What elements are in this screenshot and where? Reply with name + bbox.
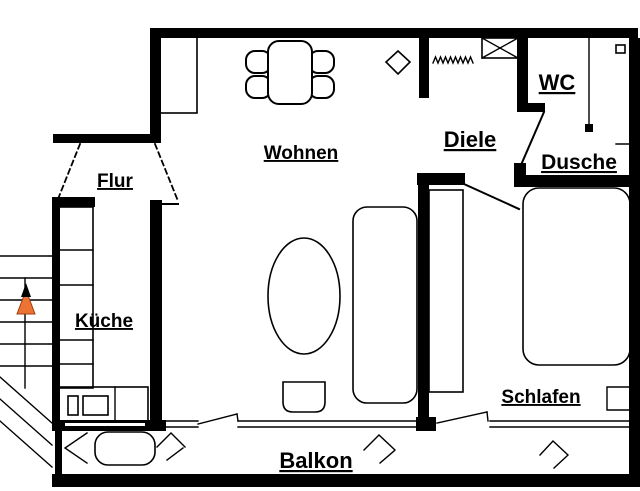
dining-table (267, 40, 313, 105)
stove-top (82, 395, 109, 416)
kitchen-counter (57, 206, 94, 389)
room-label-wc: WC (539, 70, 576, 95)
double-bed (522, 187, 631, 366)
dusche-door-leaf (519, 110, 546, 167)
room-label-schlafen: Schlafen (501, 387, 580, 408)
sink-stove-unit (57, 386, 149, 423)
wall-dusche-south (514, 175, 640, 187)
bathroom-fixtures (585, 37, 632, 145)
wall-divider-end (416, 417, 436, 431)
nightstand (606, 386, 639, 411)
window-front (165, 420, 630, 428)
walls (52, 28, 640, 487)
balcony-chair (539, 440, 569, 469)
tall-cabinet (158, 36, 198, 114)
ceiling-lamp-diamond-icon (384, 49, 412, 76)
room-label-flur: Flur (97, 171, 133, 192)
wall-balcony-left (55, 431, 62, 476)
coat-rack-zigzag-icon (432, 55, 474, 65)
schlafen-door-leaf (462, 182, 521, 211)
doors (56, 110, 546, 425)
vent-box-icon (615, 44, 626, 54)
balcony-table (94, 431, 156, 466)
stairs-up-arrow-tip-icon (21, 283, 31, 297)
room-label-balkon: Balkon (279, 448, 352, 473)
wall-wohnen-west-upper (150, 28, 161, 143)
wall-wc-west (517, 38, 528, 110)
entrance-door-leaf-right (153, 142, 180, 203)
balcony-chair (63, 432, 88, 464)
room-labels: Flur Küche Wohnen Diele WC Dusche Schlaf… (75, 70, 617, 473)
wall-flur-top (53, 134, 161, 143)
room-label-wohnen: Wohnen (264, 143, 339, 164)
wall-top (150, 28, 638, 38)
sink-basin (67, 395, 79, 416)
armchair (282, 381, 326, 413)
diele-fixtures (432, 37, 519, 65)
wall-schlafen-north-west (417, 173, 465, 185)
balcony-door-bedroom-jamb (486, 411, 489, 422)
balcony-chair (156, 432, 186, 461)
staircase (0, 255, 53, 468)
balcony-door-bedroom-leaf (436, 411, 488, 424)
sofa (352, 206, 418, 404)
kitchen-fixtures (57, 206, 149, 423)
wall-diele-wohnen-stub (419, 38, 429, 98)
wall-right (629, 38, 640, 487)
balcony-furniture (63, 431, 569, 469)
living-room-furniture (158, 36, 418, 413)
bedroom-furniture (428, 187, 639, 411)
wall-left (52, 197, 60, 431)
wall-wc-south-stub (517, 103, 545, 112)
oval-rug (267, 237, 341, 355)
room-label-dusche: Dusche (541, 151, 617, 174)
room-label-diele: Diele (444, 127, 497, 152)
wall-kueche-top (52, 197, 95, 207)
entrance-door-leaf-left (56, 142, 82, 201)
stair-lower-flight (0, 376, 53, 468)
balcony-door-living-jamb (236, 413, 239, 422)
wall-wohnen-schlafen-divider (418, 185, 429, 418)
kueche-window-glazing (65, 423, 145, 426)
wall-kueche-wohnen-divider (150, 200, 162, 431)
shower-partition-end (585, 124, 593, 132)
stairs-up-arrow (16, 288, 36, 315)
stair-treads (0, 255, 53, 367)
wardrobe (428, 189, 464, 393)
balcony-door-living-leaf (197, 413, 238, 425)
balcony-chair (363, 434, 396, 464)
room-label-kueche: Küche (75, 311, 133, 332)
wall-balcony-bottom (52, 474, 640, 487)
wall-dusche-west-corner (514, 163, 526, 176)
ventilation-shaft-x-box (481, 37, 519, 59)
